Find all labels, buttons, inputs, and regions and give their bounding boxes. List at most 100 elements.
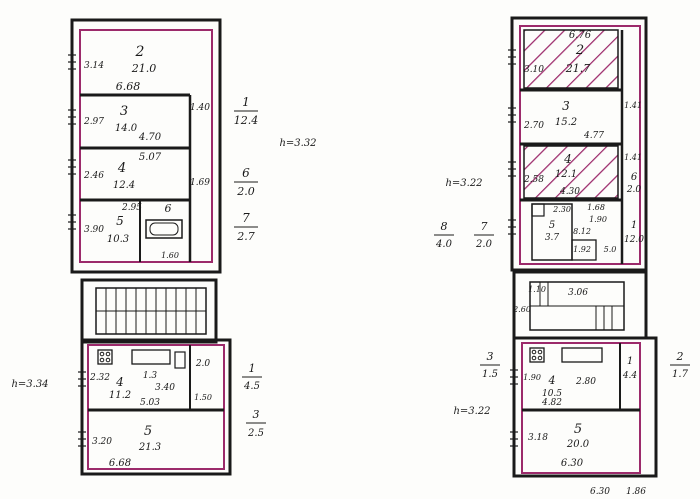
right-room-3-number: 3 bbox=[562, 99, 570, 113]
right-aux-4: 1.90 bbox=[589, 215, 607, 224]
right-aux-2: 1.41 bbox=[624, 153, 642, 162]
left-room-2-depth: 3.14 bbox=[84, 61, 104, 71]
right-aux-5: 2.30 bbox=[552, 205, 571, 214]
left-lower-side-1-number: 1 bbox=[249, 362, 256, 375]
right-lower-room-1-number: 1 bbox=[627, 356, 633, 367]
left-lower-room-5-number: 5 bbox=[144, 424, 152, 439]
right-lower-room-4-area: 10.5 bbox=[542, 389, 562, 399]
right-lower-room-4-width2: 2.80 bbox=[575, 377, 596, 387]
right-aux-3: 1.68 bbox=[587, 203, 605, 212]
right-aux-1: 1.41 bbox=[624, 101, 642, 110]
right-plan: 2 21.7 6.76 3.10 3 15.2 4.77 2.70 1.41 4… bbox=[434, 16, 690, 497]
right-lower-windows bbox=[510, 369, 518, 447]
left-lower-height-note: h=3.34 bbox=[11, 379, 48, 390]
left-room-4-area: 12.4 bbox=[113, 180, 135, 191]
left-lower-room-4-depth: 2.32 bbox=[89, 373, 110, 383]
right-stair-dim-2: 1.10 bbox=[528, 285, 546, 294]
left-lower-burner bbox=[105, 351, 111, 357]
right-lower-burner bbox=[531, 355, 537, 361]
right-room-4-width: 4.30 bbox=[559, 187, 580, 197]
left-lower-apartment-outline bbox=[87, 344, 225, 470]
left-room-2-area: 21.0 bbox=[131, 62, 157, 75]
right-aux-6: 8.12 bbox=[573, 227, 591, 236]
right-room-6-number: 6 bbox=[631, 172, 638, 183]
right-room-4-depth: 2.58 bbox=[523, 175, 544, 185]
left-side-group-1-area: 12.4 bbox=[234, 114, 259, 127]
left-upper-windows bbox=[68, 54, 76, 230]
right-lower-room-4-number: 4 bbox=[548, 374, 556, 387]
right-lower-room-4-width: 4.82 bbox=[541, 398, 562, 408]
right-side-group-8: 8 4.0 bbox=[434, 220, 454, 250]
left-side-group-3-area: 2.7 bbox=[236, 230, 255, 243]
right-aux-7: 1.92 bbox=[573, 245, 591, 254]
left-lower-stove bbox=[97, 349, 113, 365]
right-room-4-number: 4 bbox=[563, 152, 572, 166]
left-lower-small-2: 2.0 bbox=[195, 359, 211, 369]
right-side-group-7-number: 7 bbox=[481, 220, 488, 233]
right-bottom-dim-2: 1.86 bbox=[626, 487, 646, 497]
left-stair-steps bbox=[96, 288, 206, 334]
right-bottom-dim-1: 6.30 bbox=[590, 487, 610, 497]
right-side-room-1: 1 12.0 bbox=[624, 220, 644, 245]
left-side-group-2-area: 2.0 bbox=[236, 185, 255, 198]
left-bathtub-inner bbox=[149, 222, 179, 236]
left-lower-room-4-width2: 3.40 bbox=[155, 383, 175, 393]
right-room-5-area: 3.7 bbox=[545, 233, 560, 243]
right-lower-room-5-width: 6.30 bbox=[561, 458, 584, 469]
right-lower-room-1-area: 4.4 bbox=[622, 371, 638, 381]
left-room-4-number: 4 bbox=[117, 161, 126, 176]
right-lower-room-5-number: 5 bbox=[574, 422, 582, 437]
left-side-group-3-number: 7 bbox=[242, 211, 250, 225]
left-height-note: h=3.32 bbox=[279, 138, 316, 149]
right-room-2-number: 2 bbox=[575, 43, 584, 58]
right-outer-side-2-area: 1.7 bbox=[672, 369, 689, 380]
right-lower-room-5-area: 20.0 bbox=[566, 439, 590, 450]
right-stair-steps bbox=[530, 282, 624, 330]
right-room-3-width: 4.77 bbox=[583, 131, 604, 141]
left-lower-burner bbox=[99, 351, 105, 357]
right-lower-stove bbox=[529, 347, 545, 363]
right-lower-side-3-number: 3 bbox=[487, 350, 494, 363]
right-lower-height-note: h=3.22 bbox=[453, 406, 490, 417]
left-lower-room-4-width: 5.03 bbox=[140, 398, 160, 408]
right-room-2-area: 21.7 bbox=[565, 62, 591, 75]
right-lower-room-5-depth: 3.18 bbox=[528, 433, 548, 443]
right-side-room-6: 6 2.0 bbox=[626, 172, 642, 195]
right-lower-sink bbox=[561, 347, 603, 363]
left-room-2-width: 6.68 bbox=[116, 80, 141, 93]
right-lower-burner bbox=[531, 349, 537, 355]
right-lower-burner bbox=[537, 349, 543, 355]
left-room-4-depth: 2.46 bbox=[83, 171, 104, 181]
right-service-room bbox=[531, 203, 573, 261]
right-lower-apartment-outline bbox=[521, 342, 641, 474]
right-lower-outer-wall bbox=[512, 336, 658, 478]
right-room-2-depth: 3.10 bbox=[524, 65, 544, 75]
left-aux-label-2: 1.69 bbox=[190, 178, 210, 188]
left-side-group-2-number: 6 bbox=[242, 166, 250, 180]
left-lower-toilet bbox=[174, 351, 186, 369]
left-lower-windows bbox=[78, 371, 86, 447]
right-bath-fixture bbox=[571, 239, 597, 261]
left-room-6-number: 6 bbox=[165, 202, 172, 215]
left-bathtub bbox=[145, 219, 183, 239]
left-upper-outer-wall bbox=[70, 18, 222, 274]
left-room-5-number: 5 bbox=[116, 214, 124, 228]
right-stove bbox=[531, 203, 545, 217]
right-room-3-area: 15.2 bbox=[555, 117, 577, 128]
right-room-5-number: 5 bbox=[549, 220, 555, 231]
left-lower-small-1: 1.3 bbox=[143, 371, 158, 381]
left-aux-label-1: 1.40 bbox=[190, 103, 210, 113]
left-lower-room-5-width: 6.68 bbox=[109, 458, 131, 469]
right-room-4-hatched bbox=[523, 145, 619, 199]
left-lower-room-4-area: 11.2 bbox=[109, 390, 131, 401]
right-room-2-hatched bbox=[523, 29, 619, 89]
right-room-2-width: 6.76 bbox=[569, 30, 592, 41]
left-room-5-depth: 3.90 bbox=[84, 225, 104, 235]
left-lower-sink bbox=[131, 349, 171, 365]
right-room-6-area: 2.0 bbox=[626, 185, 642, 195]
left-side-group-1: 1 12.4 bbox=[234, 95, 259, 127]
left-lower-burner bbox=[99, 357, 105, 363]
right-stair-dim-1: 3.06 bbox=[568, 288, 588, 298]
left-lower-room-5-depth: 3.20 bbox=[92, 437, 112, 447]
left-lower-small-3: 1.50 bbox=[194, 393, 212, 402]
